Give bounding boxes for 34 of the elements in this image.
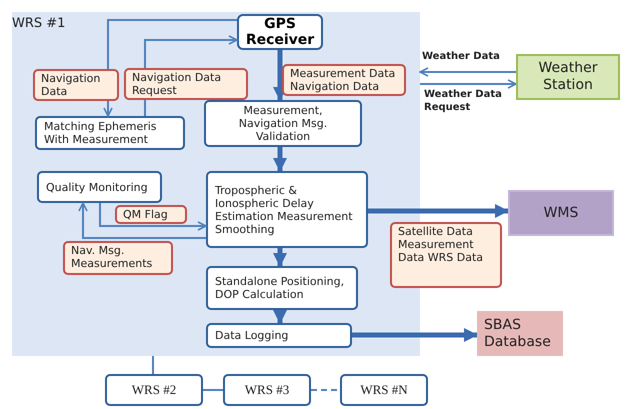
arrow xyxy=(273,147,287,172)
edge-label: Measurement Data Navigation Data xyxy=(282,64,406,96)
process-box: Weather Station xyxy=(516,54,620,100)
process-box: SBAS Database xyxy=(477,311,563,356)
process-box: WRS #3 xyxy=(223,374,311,406)
arrow xyxy=(273,248,287,267)
process-box: WRS #N xyxy=(340,374,428,406)
arrow xyxy=(368,204,509,218)
edge-label: Navigation Data xyxy=(33,69,119,101)
process-box: Quality Monitoring xyxy=(37,171,162,203)
process-box: Data Logging xyxy=(206,323,352,348)
edge-label: Weather Data Request xyxy=(424,88,503,115)
group-title: WRS #1 xyxy=(12,16,66,31)
edge-label: QM Flag xyxy=(115,205,187,224)
process-box: WMS xyxy=(508,190,614,236)
process-box: Standalone Positioning, DOP Calculation xyxy=(206,266,358,310)
process-box: Measurement, Navigation Msg. Validation xyxy=(204,100,362,147)
process-box: GPS Receiver xyxy=(237,14,323,50)
arrow xyxy=(273,310,287,324)
edge-label: Nav. Msg. Measurements xyxy=(63,241,173,275)
arrow xyxy=(420,79,517,89)
process-box: Tropospheric & Ionospheric Delay Estimation Measurement Smoothing xyxy=(206,171,368,248)
edge-label: Navigation Data Request xyxy=(124,68,248,100)
process-box: WRS #2 xyxy=(105,374,203,406)
process-box: Matching Ephemeris With Measurement xyxy=(35,116,185,150)
arrow xyxy=(99,203,207,231)
arrow xyxy=(352,328,478,342)
edge-label: Weather Data xyxy=(422,50,501,64)
arrow xyxy=(419,67,516,77)
edge-label: Satellite Data Measurement Data WRS Data xyxy=(390,222,502,288)
connector-line xyxy=(311,389,340,391)
arrow xyxy=(78,202,206,239)
connector-line xyxy=(152,356,154,374)
connector-line xyxy=(203,389,223,391)
